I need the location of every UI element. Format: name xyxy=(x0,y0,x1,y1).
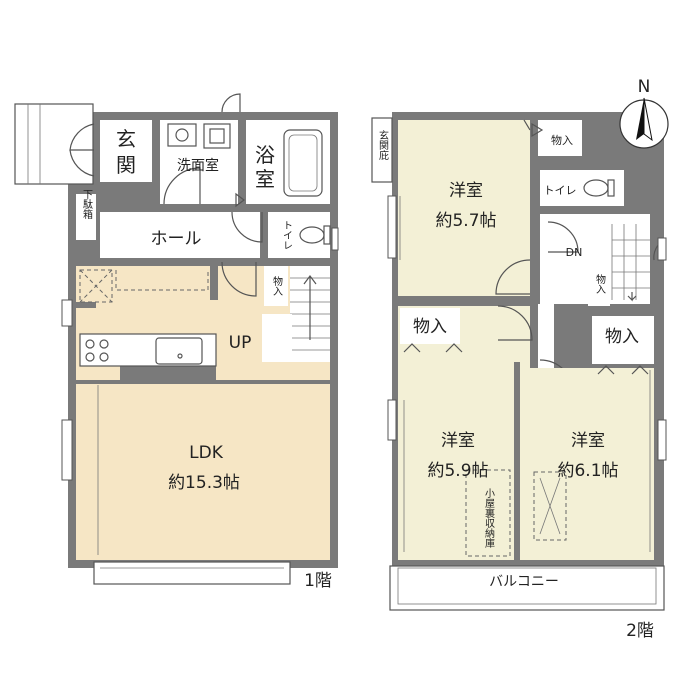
door-swing-icon xyxy=(69,123,95,151)
closet-left-label: 物入 xyxy=(413,317,447,337)
bathroom-label-2: 室 xyxy=(255,167,275,191)
toilet-room-1f xyxy=(268,212,330,258)
attic-storage-label: 小屋裏収納庫 xyxy=(483,488,495,549)
toilet-label-1f: トイレ xyxy=(281,220,293,250)
room1-floor xyxy=(398,120,530,296)
north-label: N xyxy=(638,77,651,97)
floor-2-label: 2階 xyxy=(626,621,654,641)
genkan-label-2: 関 xyxy=(116,153,136,177)
genkan-label-1: 玄 xyxy=(116,127,136,151)
ldk-size-label: 約15.3帖 xyxy=(168,473,240,493)
toilet-room-2f xyxy=(540,170,624,206)
closet-right-label: 物入 xyxy=(605,327,639,347)
bathroom-label-1: 浴 xyxy=(255,143,275,167)
floor-2: 玄関庇 洋室 約5.7帖 物入 トイレ DN 物入 物入 物入 洋室 約5.9帖… xyxy=(371,112,667,641)
bathtub-icon xyxy=(283,129,323,197)
toilet-label-2f: トイレ xyxy=(544,184,577,197)
kitchen-sink-icon xyxy=(155,337,203,365)
floor-1: 玄 関 洗面室 浴 室 下駄箱 ホール トイレ 物入 UP LDK 約15.3帖… xyxy=(14,93,339,591)
balcony-label: バルコニー xyxy=(489,574,559,590)
closet-top-label: 物入 xyxy=(551,133,573,147)
up-label: UP xyxy=(229,333,252,353)
dn-label: DN xyxy=(566,246,583,259)
closet-stair-label: 物入 xyxy=(594,273,606,294)
room3-size-label: 約6.1帖 xyxy=(557,461,618,481)
bathroom-floor xyxy=(246,120,330,204)
room1-size-label: 約5.7帖 xyxy=(435,211,496,231)
room3-label: 洋室 xyxy=(571,431,605,451)
washroom-label: 洗面室 xyxy=(177,157,219,174)
ldk-label: LDK xyxy=(189,443,224,463)
room2-size-label: 約5.9帖 xyxy=(427,461,488,481)
genkan-hisashi-label: 玄関庇 xyxy=(377,129,389,161)
sink-icon xyxy=(167,123,197,147)
room1-label: 洋室 xyxy=(449,181,483,201)
north-arrow-icon: N xyxy=(619,77,669,149)
genkan-floor xyxy=(100,120,152,182)
floor-1-label: 1階 xyxy=(304,571,332,591)
room2-label: 洋室 xyxy=(441,431,475,451)
shoe-box-label: 下駄箱 xyxy=(81,189,93,220)
room2-floor xyxy=(398,306,530,560)
washroom-floor xyxy=(160,120,238,204)
hall-label: ホール xyxy=(151,229,202,249)
stove-icon xyxy=(85,339,109,362)
closet-label-1f: 物入 xyxy=(271,275,283,296)
washer-icon xyxy=(203,123,231,149)
